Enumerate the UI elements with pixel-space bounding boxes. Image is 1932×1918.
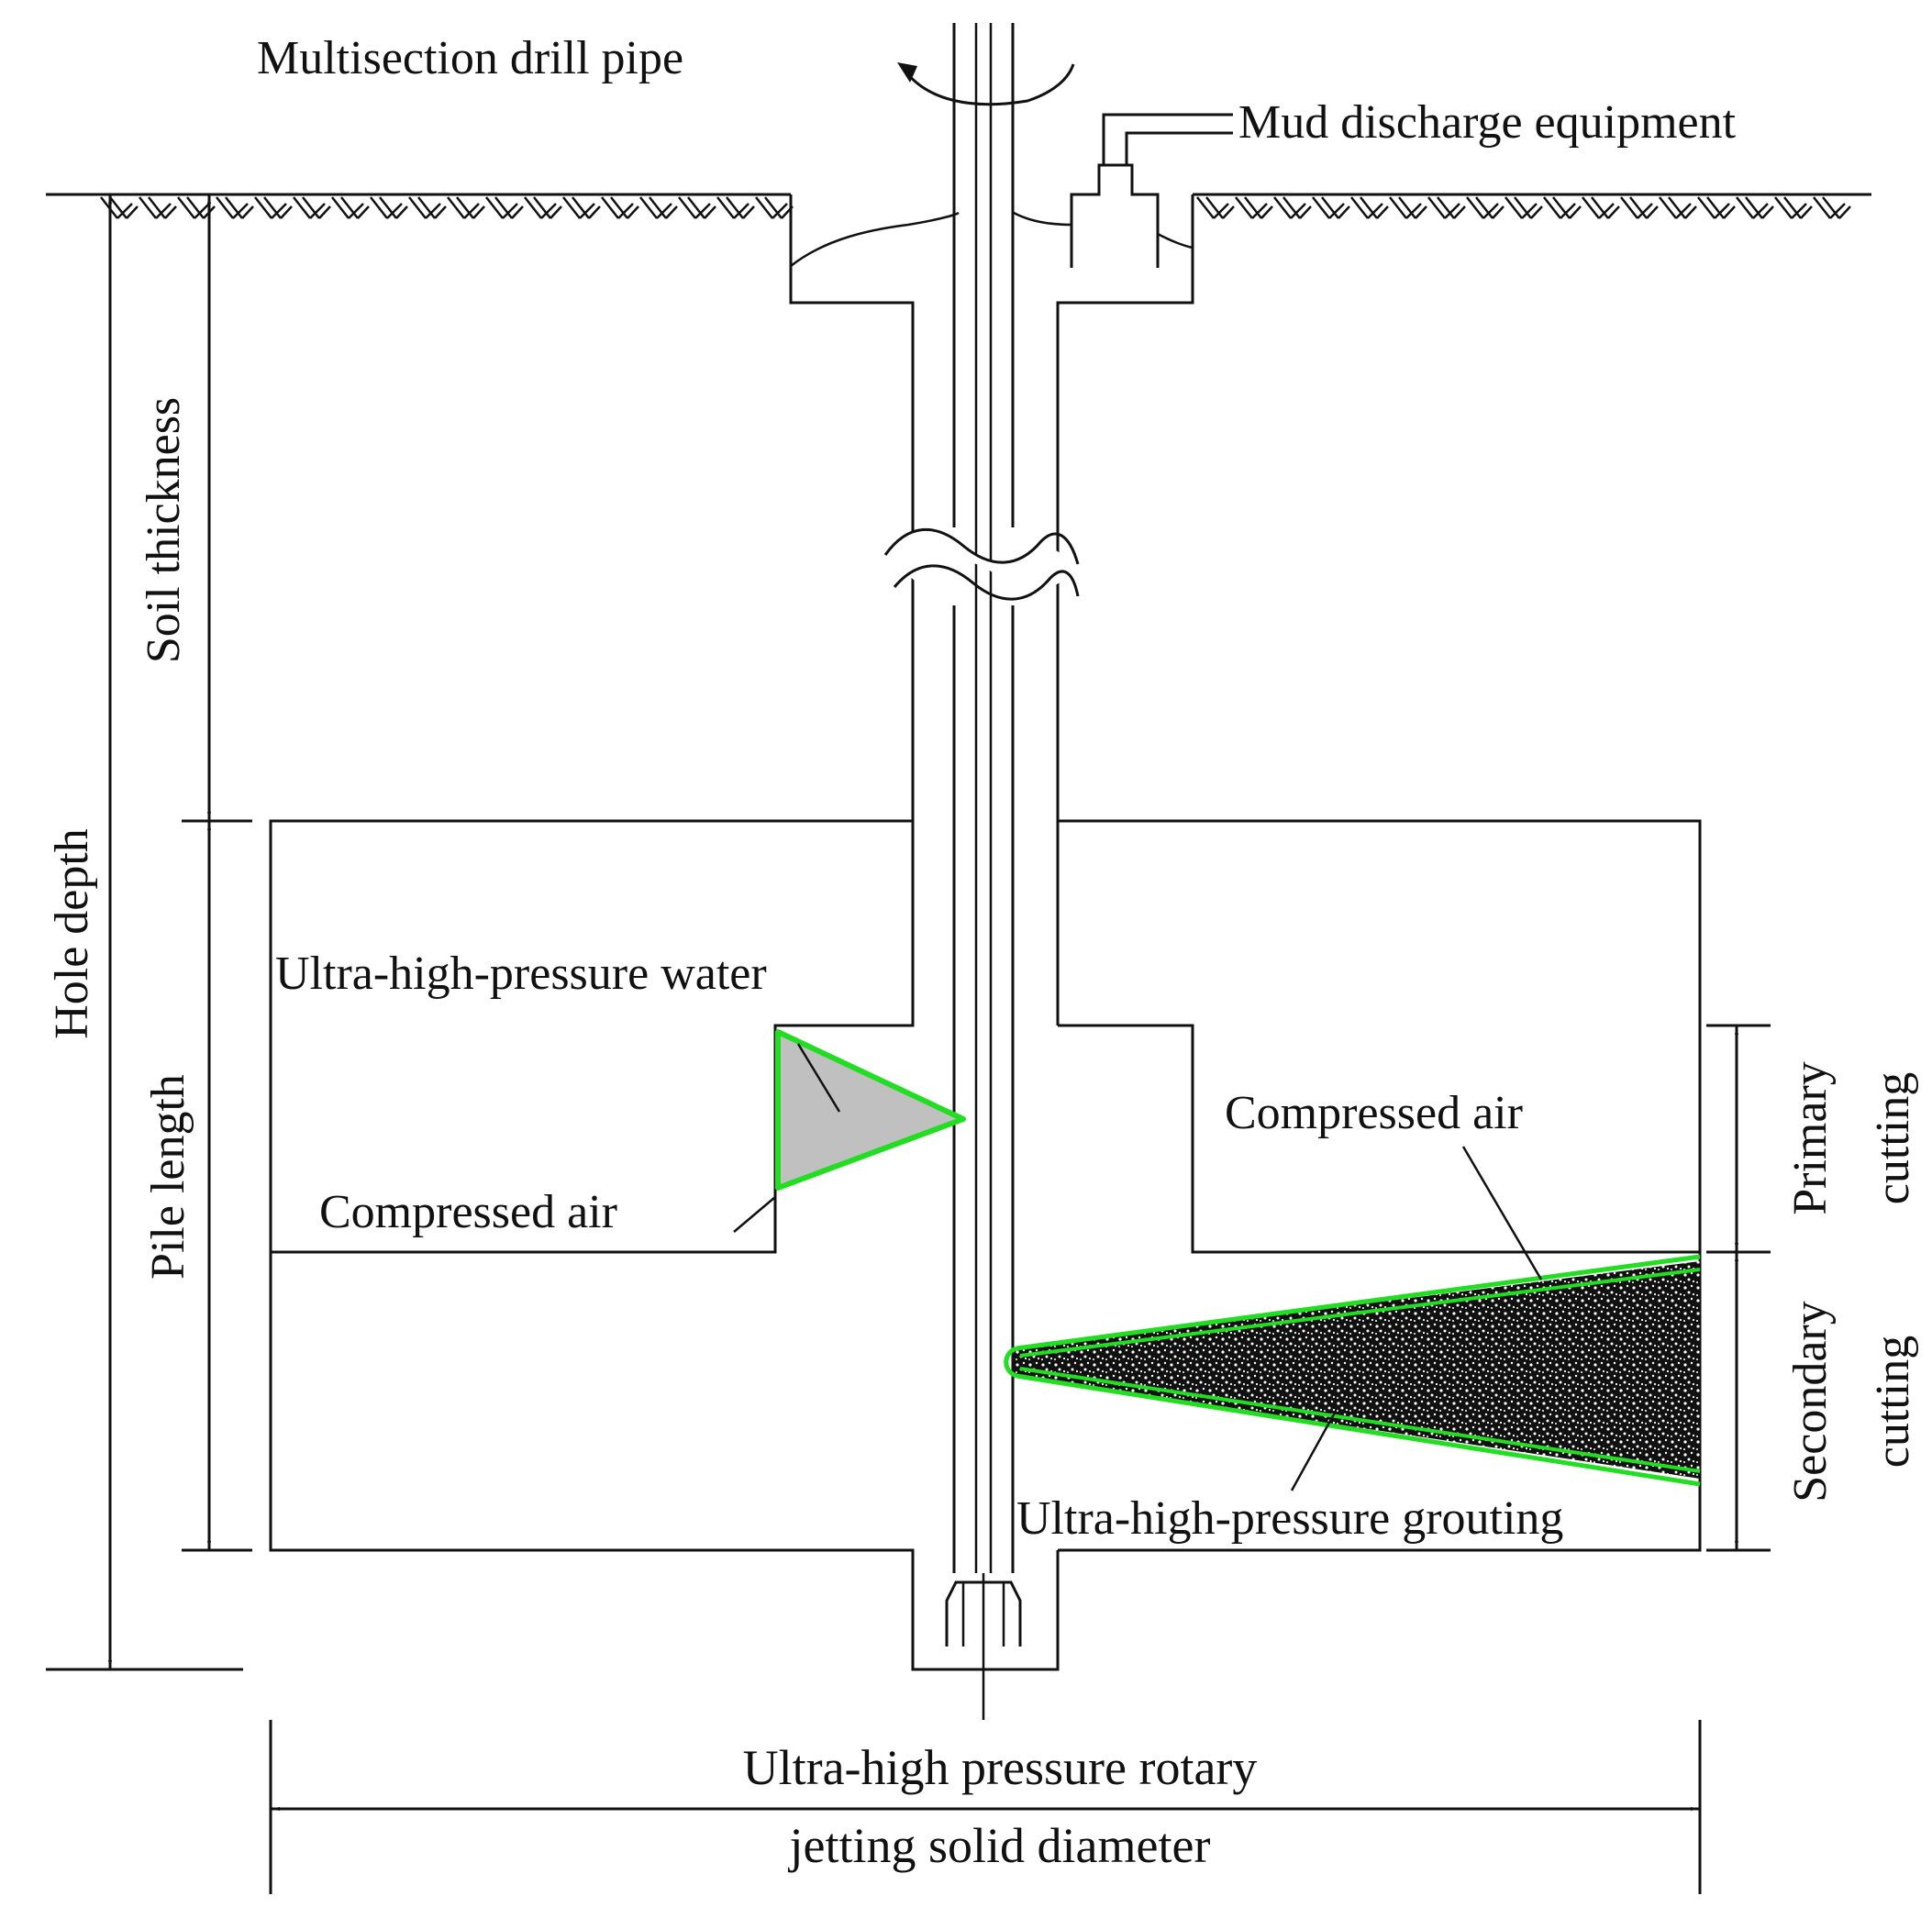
grout-jet-nozzle-cap <box>1004 1346 1018 1379</box>
soil-hatch-mark <box>485 196 524 219</box>
label-drill-pipe: Multisection drill pipe <box>257 32 683 84</box>
soil-hatch-mark <box>755 196 794 219</box>
label-grouting: Ultra-high-pressure grouting <box>1016 1492 1563 1545</box>
label-hole-depth: Hole depth <box>46 828 98 1039</box>
soil-hatch-mark <box>1543 196 1582 219</box>
soil-hatch-mark <box>524 196 562 219</box>
pipe-break-line-upper <box>883 527 1080 565</box>
mud-discharge-body <box>1070 163 1160 268</box>
pipe-break-line-lower <box>893 564 1080 601</box>
label-secondary-cutting: cutting <box>1867 1336 1919 1468</box>
primary-cutting-step <box>1058 1024 1700 1254</box>
pit-wall-left <box>789 194 915 1026</box>
soil-hatch-mark <box>100 196 139 219</box>
label-diameter-line1: Ultra-high pressure rotary <box>743 1740 1258 1795</box>
soil-hatch-mark <box>678 196 716 219</box>
pit-wall-right <box>1056 194 1194 1026</box>
ground-surface <box>46 193 1871 219</box>
pile-outline-right <box>1058 819 1702 1552</box>
soil-hatch-mark <box>1659 196 1697 219</box>
grout-jet-outline-top-outer <box>1016 1254 1701 1351</box>
soil-hatch-mark <box>1273 196 1312 219</box>
mud-surface-mid <box>1013 211 1072 227</box>
water-leader <box>796 1043 841 1113</box>
pile-outline-bottom <box>269 1252 1060 1671</box>
water-jet <box>733 1029 966 1233</box>
soil-hatch-mark <box>216 196 254 219</box>
label-soil-thickness: Soil thickness <box>138 397 190 663</box>
soil-hatching-left <box>100 196 794 219</box>
label-air-right: Compressed air <box>1225 1087 1523 1139</box>
air-right-leader <box>1461 1146 1543 1281</box>
soil-hatch-mark <box>254 196 293 219</box>
labels: Multisection drill pipe Mud discharge eq… <box>46 32 1919 1873</box>
soil-hatch-mark <box>1697 196 1736 219</box>
soil-hatch-mark <box>447 196 485 219</box>
grouting-leader <box>1290 1412 1337 1491</box>
surface-pit <box>789 194 1194 1026</box>
dimension-lines <box>46 194 1771 1894</box>
soil-hatch-mark <box>1312 196 1350 219</box>
rotation-arc <box>902 63 1075 106</box>
label-pile-length: Pile length <box>142 1074 194 1280</box>
soil-hatch-mark <box>370 196 408 219</box>
soil-hatch-mark <box>293 196 331 219</box>
pile-outline-left-upper <box>269 819 915 1254</box>
label-secondary: Secondary <box>1784 1301 1837 1502</box>
label-primary-cutting: cutting <box>1867 1072 1919 1204</box>
air-left-leader <box>733 1196 776 1233</box>
soil-hatch-mark <box>562 196 601 219</box>
grout-jet-outline-bottom-inner <box>1019 1367 1701 1473</box>
label-primary: Primary <box>1784 1061 1837 1215</box>
mud-surface-left <box>790 211 960 267</box>
soil-hatch-mark <box>1774 196 1813 219</box>
soil-hatch-mark <box>716 196 755 219</box>
soil-hatch-mark <box>1466 196 1505 219</box>
drill-bit <box>945 1580 1022 1646</box>
soil-hatching-right <box>1196 196 1851 219</box>
soil-hatch-mark <box>1505 196 1543 219</box>
mud-discharge-pipe-inner <box>1125 131 1233 165</box>
grout-jet-fill <box>1014 1261 1700 1479</box>
soil-hatch-mark <box>177 196 216 219</box>
rotation-arrowhead <box>897 62 917 83</box>
label-water: Ultra-high-pressure water <box>275 948 767 1000</box>
soil-hatch-mark <box>1350 196 1389 219</box>
label-diameter-line2: jetting solid diameter <box>788 1818 1211 1873</box>
soil-hatch-mark <box>408 196 447 219</box>
mud-surface-right <box>1157 232 1194 249</box>
label-air-left: Compressed air <box>319 1186 617 1238</box>
soil-hatch-mark <box>1813 196 1851 219</box>
soil-hatch-mark <box>1389 196 1427 219</box>
soil-hatch-mark <box>601 196 639 219</box>
pipe-break-mask <box>885 529 1078 591</box>
soil-hatch-mark <box>639 196 678 219</box>
soil-hatch-mark <box>1427 196 1466 219</box>
drill-pipe <box>883 23 1080 1720</box>
grout-jet-outline-top-inner <box>1019 1268 1701 1358</box>
soil-hatch-mark <box>1620 196 1659 219</box>
mud-discharge-pipe-outer <box>1102 113 1233 165</box>
soil-hatch-mark <box>331 196 370 219</box>
label-mud-discharge: Mud discharge equipment <box>1238 96 1737 149</box>
soil-hatch-mark <box>1235 196 1273 219</box>
soil-hatch-mark <box>1582 196 1620 219</box>
soil-hatch-mark <box>139 196 177 219</box>
soil-hatch-mark <box>1196 196 1235 219</box>
water-jet-cone <box>775 1029 966 1191</box>
pile-outline <box>269 819 1702 1671</box>
mud-discharge-equipment <box>1070 113 1233 268</box>
grout-jet <box>1004 1146 1701 1491</box>
soil-hatch-mark <box>1736 196 1774 219</box>
grout-jet-outline-bottom-outer <box>1016 1373 1701 1487</box>
